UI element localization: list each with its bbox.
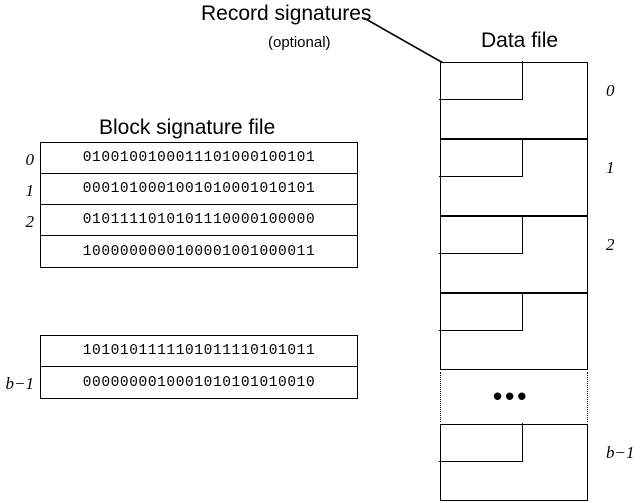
signature-row-index-1: 1 <box>25 181 35 200</box>
data-file-title: Data file <box>481 29 559 52</box>
block-signature-file-title: Block signature file <box>99 116 276 139</box>
table-row[interactable]: 1000000000100001001000011 <box>41 236 357 267</box>
signature-bits: 0100100100011101000100101 <box>82 150 316 166</box>
data-block-2[interactable] <box>439 215 588 293</box>
block-signature-table-top: 0100100100011101000100101 00010100010010… <box>40 142 358 268</box>
data-block-index-1: 1 <box>606 158 615 177</box>
data-block-index-0: 0 <box>606 81 615 100</box>
signature-row-index-2: 2 <box>25 212 35 231</box>
record-signature-cell-1[interactable] <box>439 138 524 178</box>
data-block-3[interactable] <box>439 292 588 370</box>
data-block-0[interactable] <box>439 61 588 139</box>
signature-bits: 1000000000100001001000011 <box>82 243 316 260</box>
signature-row-index-last: b−1 <box>5 374 34 393</box>
record-signatures-title: Record signatures <box>201 2 372 25</box>
record-signature-cell-0[interactable] <box>439 61 524 101</box>
record-signature-cell-3[interactable] <box>439 292 524 332</box>
continuation-ellipsis: ••• <box>493 381 530 411</box>
block-signature-table-bottom: 1010101111101011110101011 00000000100010… <box>40 335 358 399</box>
table-row[interactable]: 1010101111101011110101011 <box>41 336 357 367</box>
signature-bits: 0001010001001010001010101 <box>82 181 316 197</box>
signature-bits: 1010101111101011110101011 <box>82 343 316 359</box>
table-row[interactable]: 0001010001001010001010101 <box>41 174 357 205</box>
table-row[interactable]: 0100100100011101000100101 <box>41 143 357 174</box>
signature-bits: 0000000010001010101010010 <box>82 374 316 391</box>
signature-row-index-0: 0 <box>25 150 35 169</box>
continuation-left-rule <box>440 372 441 422</box>
data-block-1[interactable] <box>439 138 588 216</box>
record-signatures-note: (optional) <box>268 34 331 51</box>
table-row[interactable]: 0101111010101110000100000 <box>41 205 357 236</box>
data-block-index-2: 2 <box>606 235 615 254</box>
data-block-last[interactable] <box>439 423 588 501</box>
record-signature-cell-2[interactable] <box>439 215 524 255</box>
table-row[interactable]: 0000000010001010101010010 <box>41 367 357 398</box>
signature-bits: 0101111010101110000100000 <box>82 212 316 228</box>
record-signature-cell-last[interactable] <box>439 423 524 463</box>
continuation-right-rule <box>587 372 588 422</box>
data-block-index-last: b−1 <box>606 443 635 462</box>
